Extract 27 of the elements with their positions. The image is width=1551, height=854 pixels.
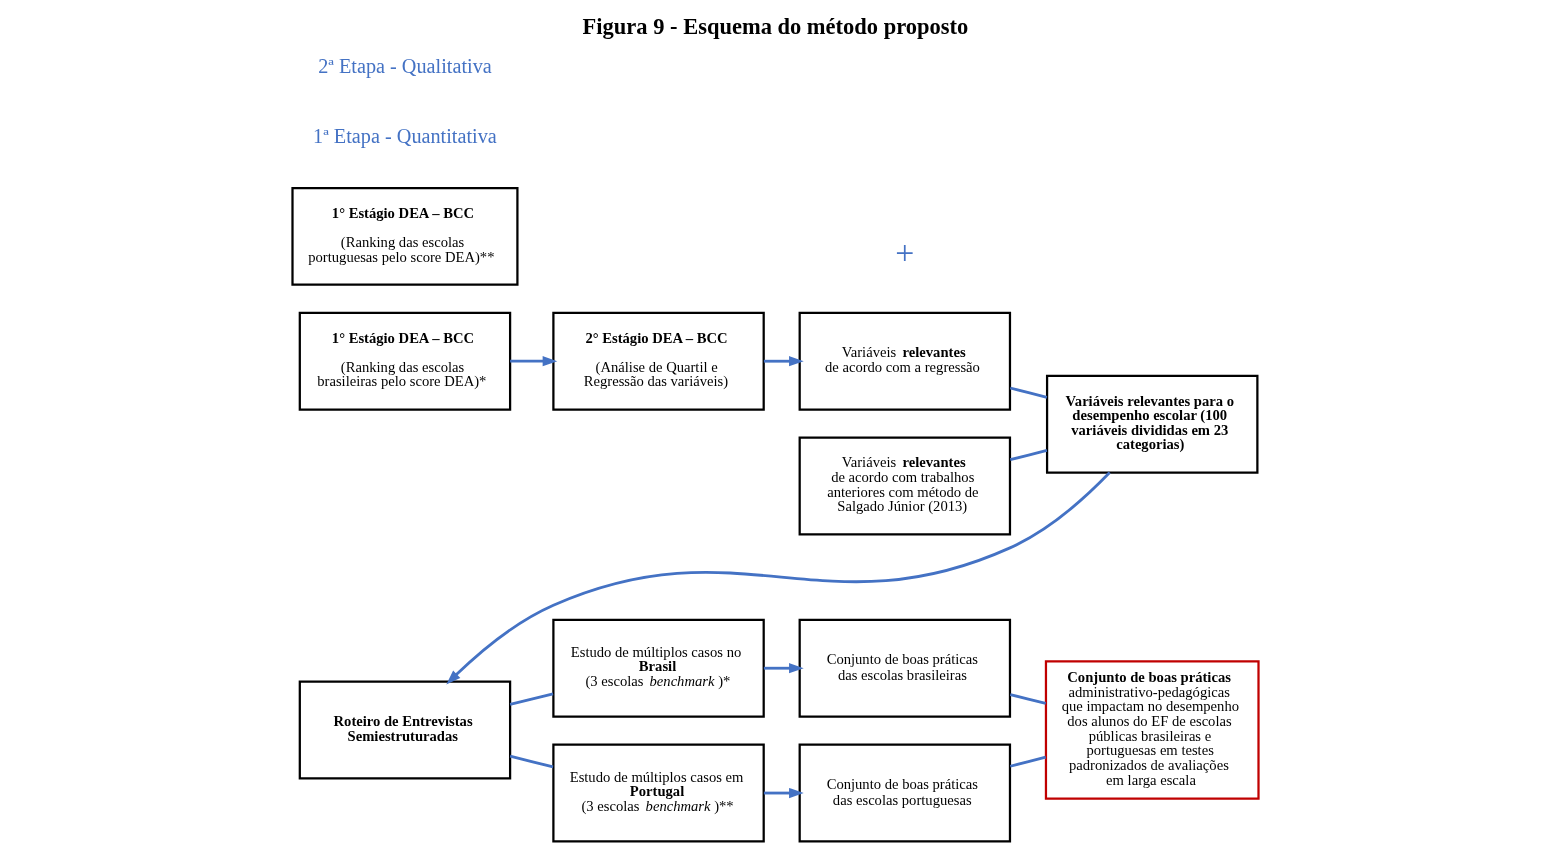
arrow [763,663,804,674]
connector [1009,693,1047,705]
node-box: 1° Estágio DEA – BCC (Ranking das escolas brasileiras pelo score DEA)* [298,311,512,411]
connector [509,754,554,769]
connector [509,692,554,706]
node-box: 1° Estágio DEA – BCC (Ranking das escolas portuguesas pelo score DEA)** [291,186,519,286]
connector [1009,755,1047,768]
arrow [763,787,804,799]
label: 1ª Etapa - Quantitativa [313,125,497,148]
node-box: Estudo de múltiplos casos no Brasil (3 escolas benchmark)* [552,618,765,718]
diagram-title: Figura 9 - Esquema do método proposto [582,13,969,39]
connector [1009,386,1048,399]
arrow [510,356,558,367]
label: 2ª Etapa - Qualitativa [318,54,492,77]
node-box: Conjunto de boas práticas das escolas brasileiras [798,618,1012,718]
node-box: Variáveis relevantes de acordo com a regressão [798,311,1012,411]
node-box: Conjunto de boas práticas das escolas portuguesas [798,743,1012,843]
connector [1009,449,1048,462]
node-box: 2° Estágio DEA – BCC (Análise de Quartil e Regressão das variáveis) [552,311,765,411]
arrow [446,471,1111,685]
node-box: Conjunto de boas práticas administrativo-pedagógicas que impactam no desempenho dos alunos do EF de escolas públicas brasileiras e portuguesas em testes padronizados de avaliações em larga escala [1044,660,1260,800]
label: + [895,233,915,271]
node-box: Variáveis relevantes para o desempenho escolar (100 variáveis divididas em 23 categorias) [1045,374,1259,474]
arrow [763,356,804,367]
node-box: Roteiro de Entrevistas Semiestruturadas [298,680,512,780]
node-box: Estudo de múltiplos casos em Portugal (3 escolas benchmark)** [552,743,765,843]
node-box: Variáveis relevantes de acordo com trabalhos anteriores com método de Salgado Júnior (2013) [798,436,1012,536]
